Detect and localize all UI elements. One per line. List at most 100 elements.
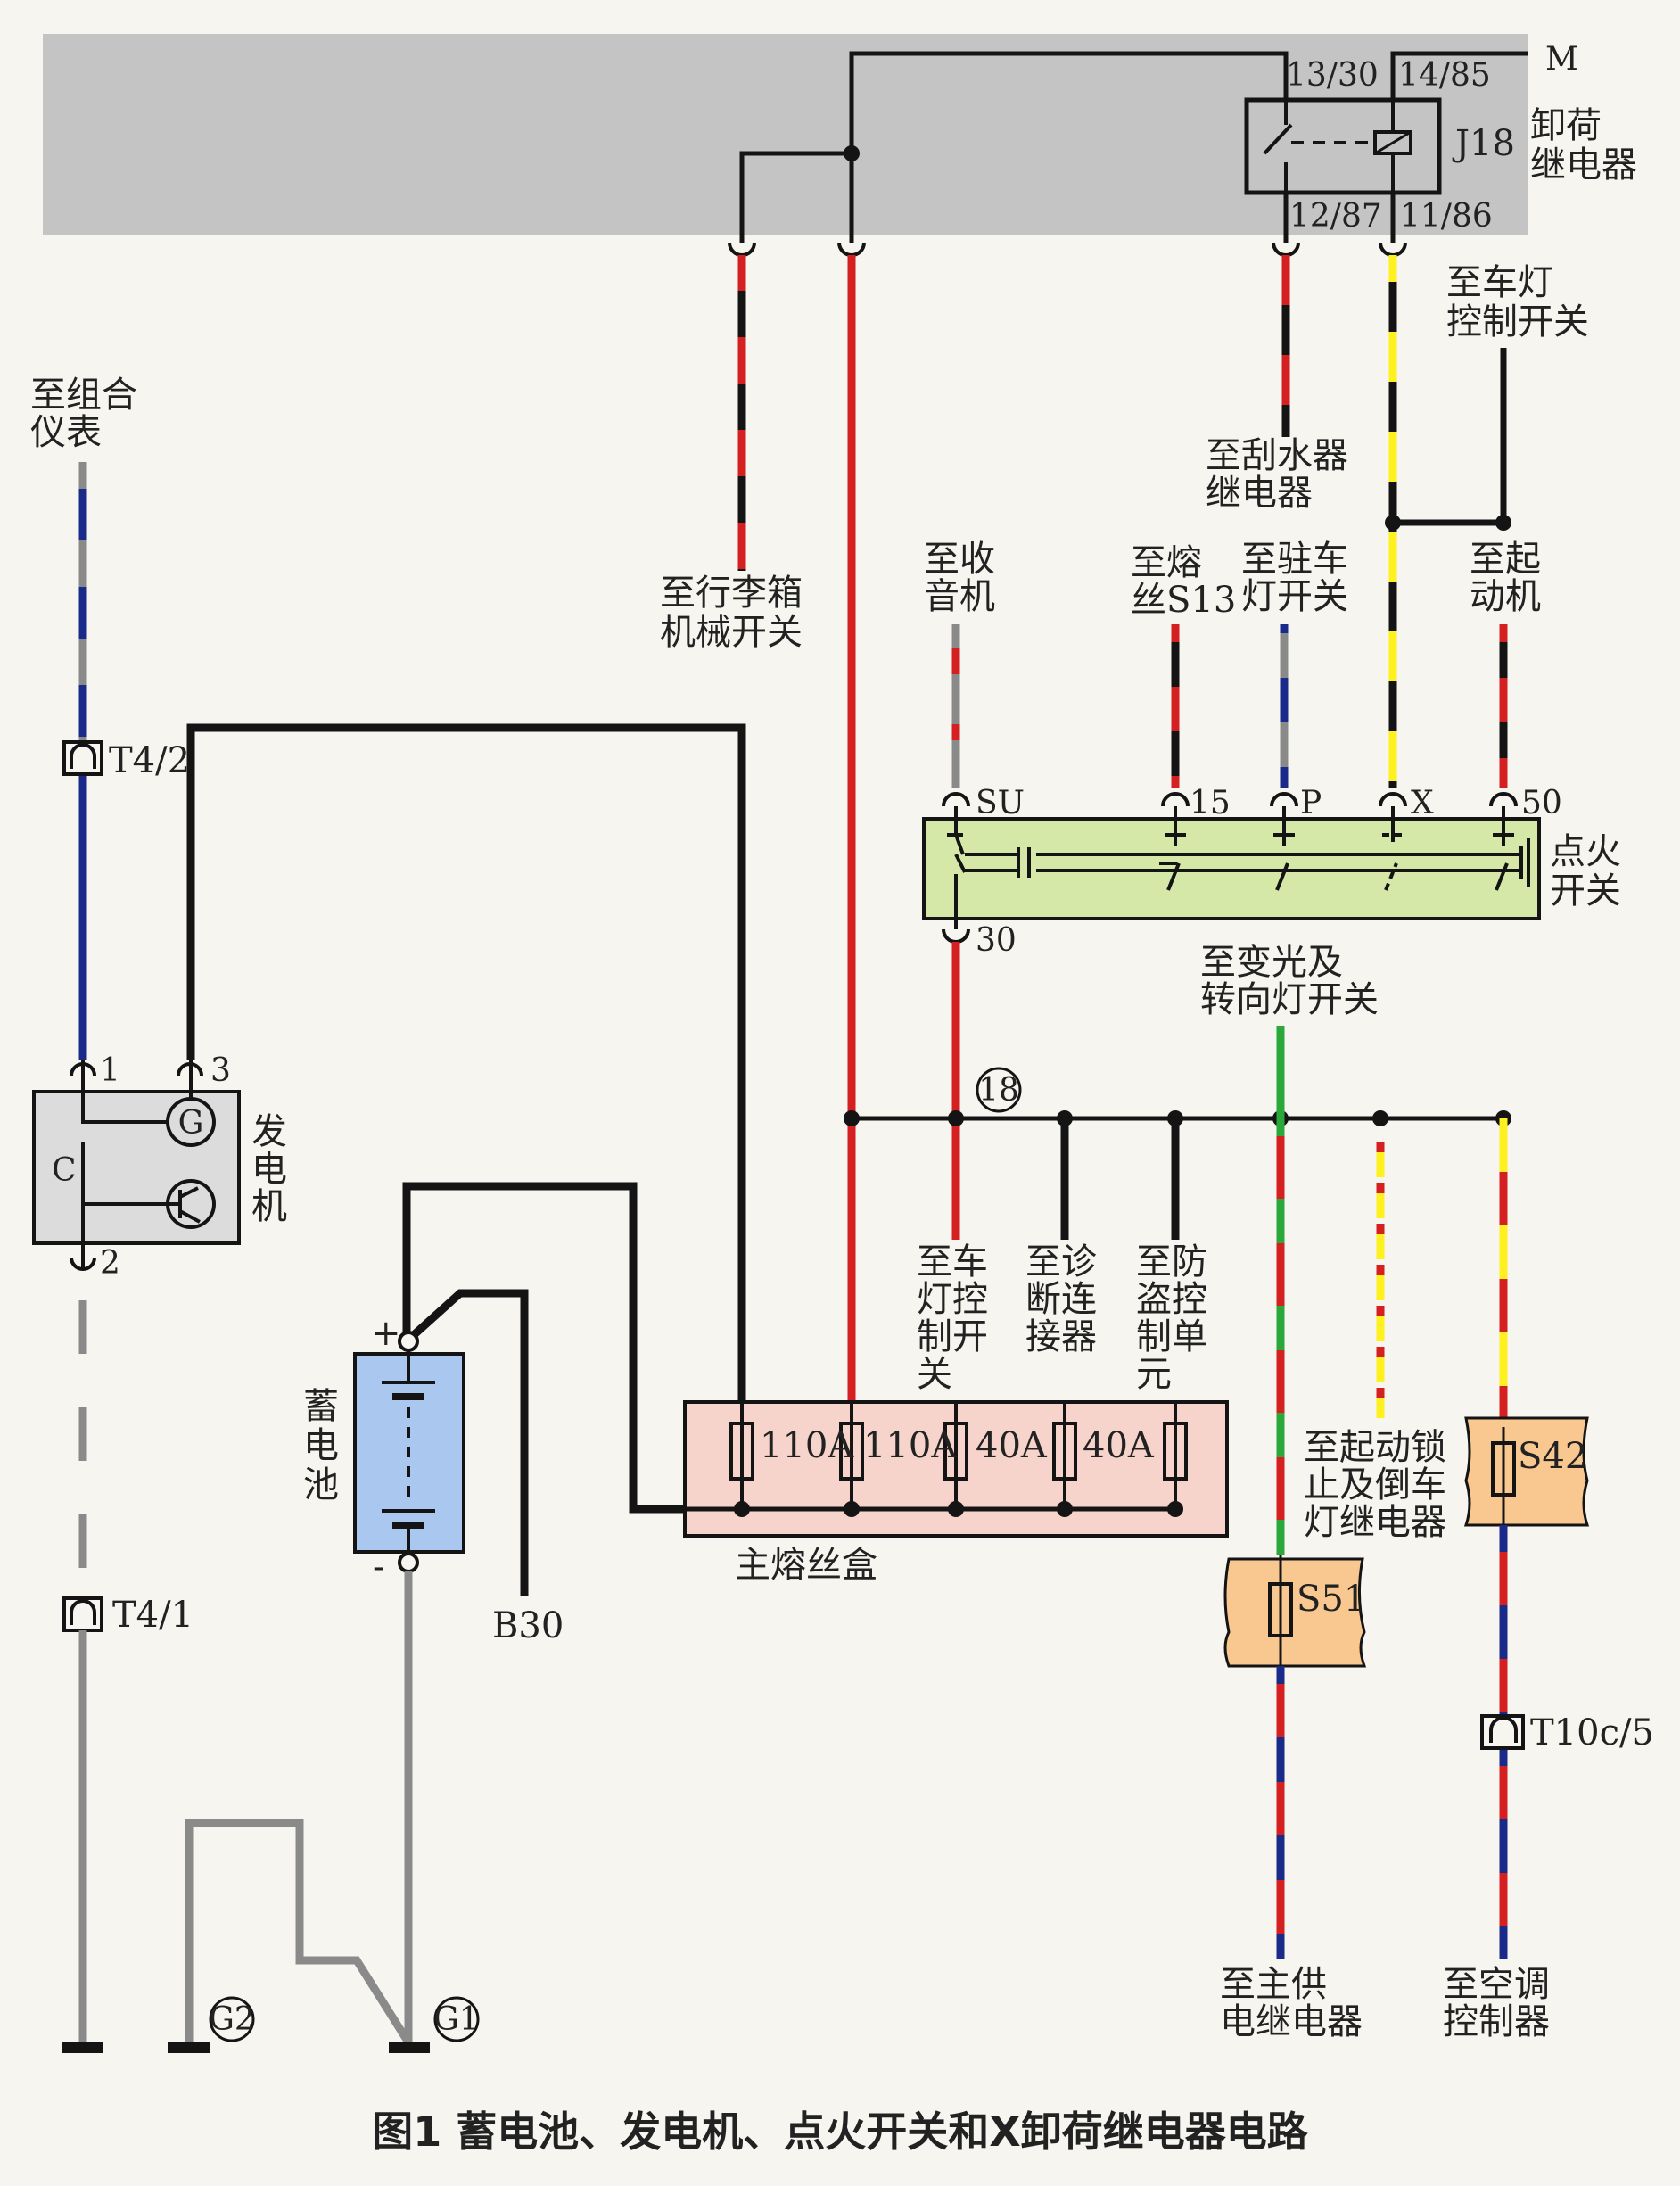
connector-t42-glyph [70, 743, 96, 769]
label-starter-line2: 动机 [1470, 576, 1541, 617]
ground-g1-circle [433, 1996, 480, 2042]
alternator-title-3: 机 [251, 1186, 287, 1227]
ground-g2-label: G2 [209, 2001, 255, 2038]
fusebox-fuses [729, 1402, 1188, 1509]
label-lightctl-3: 制开 [917, 1316, 988, 1357]
fuse-110a-2: 110A [863, 1425, 958, 1466]
relay-pin-11-86: 11/86 [1400, 198, 1493, 235]
label-lightctl-4: 关 [917, 1354, 952, 1395]
relay-title-line1: 卸荷 [1530, 105, 1602, 146]
relay-coil-slash [1374, 130, 1412, 155]
label-diag-3: 接器 [1025, 1316, 1097, 1357]
node-18-label: 18 [978, 1072, 1019, 1109]
label-starter-line1: 至起 [1470, 539, 1541, 580]
label-radio-line1: 至收 [924, 539, 995, 580]
label-startlock-line3: 灯继电器 [1304, 1502, 1446, 1543]
wire-trunk-feed [739, 151, 852, 243]
wire-b30 [403, 1289, 529, 1596]
label-immo-4: 元 [1136, 1354, 1172, 1395]
ignition-top-connectors [942, 792, 1518, 944]
wire-ground-g2 [185, 1819, 412, 2045]
figure-caption: 图1 蓄电池、发电机、点火开关和X卸荷继电器电路 [372, 2108, 1308, 2156]
alternator-leads [81, 1060, 193, 1270]
battery-minus-label: - [373, 1547, 385, 1588]
wire-relay-m [1390, 51, 1528, 100]
relay-pin-14-85: 14/85 [1398, 57, 1491, 94]
alternator-pin-1: 1 [100, 1052, 120, 1089]
label-ac-line2: 控制器 [1443, 2001, 1550, 2042]
ignition-pin-15: 15 [1190, 785, 1231, 821]
label-mainrelay-line1: 至主供 [1220, 1964, 1327, 2005]
battery-title-1: 蓄 [303, 1386, 339, 1427]
connector-t42-label: T4/2 [109, 740, 190, 781]
fusebox-title: 主熔丝盒 [735, 1545, 877, 1586]
ground-g2-circle [209, 1996, 255, 2042]
label-radio-line2: 音机 [924, 576, 995, 617]
fuse-s42-label: S42 [1518, 1436, 1587, 1477]
battery-minus-terminal [398, 1552, 419, 1573]
connector-t10c-label: T10c/5 [1530, 1712, 1654, 1753]
label-diag-2: 断连 [1025, 1279, 1097, 1320]
label-lightctl-2: 灯控 [917, 1279, 988, 1320]
label-wiper-line2: 继电器 [1206, 473, 1313, 514]
label-park-line2: 灯开关 [1241, 576, 1348, 617]
ground-g1-label: G1 [433, 2001, 480, 2038]
label-immo-3: 制单 [1136, 1316, 1207, 1357]
fuse-110a-1: 110A [760, 1425, 854, 1466]
connector-t10c-glyph [1489, 1716, 1518, 1743]
label-wiper-line1: 至刮水器 [1206, 435, 1348, 476]
label-immo-1: 至防 [1136, 1241, 1207, 1283]
ignition-leads [954, 806, 1505, 929]
fuse-s51-box [1223, 1557, 1367, 1668]
alternator-title-2: 电 [251, 1149, 287, 1190]
battery-b30-label: B30 [492, 1605, 564, 1646]
label-immo-2: 盗控 [1136, 1279, 1207, 1320]
connector-t41-glyph [70, 1599, 96, 1625]
alternator-title-1: 发 [251, 1111, 287, 1152]
ignition-pin-30: 30 [976, 922, 1017, 959]
fuse-s51-label: S51 [1297, 1579, 1366, 1620]
battery-plus-label: + [371, 1313, 401, 1354]
panel-connectors [728, 242, 1407, 257]
fuse-40a-1: 40A [976, 1425, 1048, 1466]
ignition-pin-su: SU [976, 785, 1025, 821]
alternator-pin-2: 2 [100, 1245, 120, 1282]
label-park-line1: 至驻车 [1241, 539, 1348, 580]
battery-title-3: 池 [303, 1464, 339, 1505]
ignition-title-line2: 开关 [1550, 870, 1621, 912]
ignition-pin-50: 50 [1521, 785, 1562, 821]
relay-title-line2: 继电器 [1530, 144, 1637, 186]
label-s13-line2: 丝S13 [1131, 580, 1236, 621]
relay-name: J18 [1452, 123, 1515, 164]
battery-title-2: 电 [303, 1425, 339, 1466]
label-cluster-line1: 至组合 [30, 375, 137, 416]
ignition-pin-p: P [1300, 785, 1322, 821]
alternator-g-circle [166, 1097, 216, 1147]
splice-node [1385, 515, 1401, 531]
wire-batt-plus [402, 1182, 685, 1514]
label-diag-1: 至诊 [1025, 1241, 1097, 1283]
rail-m-label: M [1545, 41, 1578, 78]
alternator-c-label: C [52, 1152, 77, 1189]
label-mainrelay-line2: 电继电器 [1220, 2001, 1363, 2042]
label-startlock-line2: 止及倒车 [1304, 1464, 1446, 1505]
alternator-pin-3: 3 [210, 1052, 231, 1089]
wire-alt-3 [186, 723, 746, 1402]
relay-out-leads [1283, 193, 1396, 243]
ignition-title-line1: 点火 [1550, 831, 1621, 872]
node-18-circle [976, 1067, 1022, 1113]
splice-node [1495, 515, 1511, 531]
connector-t41-label: T4/1 [112, 1595, 194, 1636]
wire-light-switch [1393, 348, 1507, 526]
battery-plus-terminal [398, 1331, 419, 1352]
label-ac-line1: 至空调 [1443, 1964, 1550, 2005]
wire-relay-feed [849, 51, 1289, 153]
label-trunk-line1: 至行李箱 [660, 573, 803, 614]
label-startlock-line1: 至起动锁 [1304, 1427, 1446, 1468]
ignition-shaft [965, 838, 1530, 887]
label-trunk-line2: 机械开关 [660, 612, 803, 653]
label-s13-line1: 至熔 [1131, 542, 1202, 583]
fuse-40a-2: 40A [1083, 1425, 1155, 1466]
